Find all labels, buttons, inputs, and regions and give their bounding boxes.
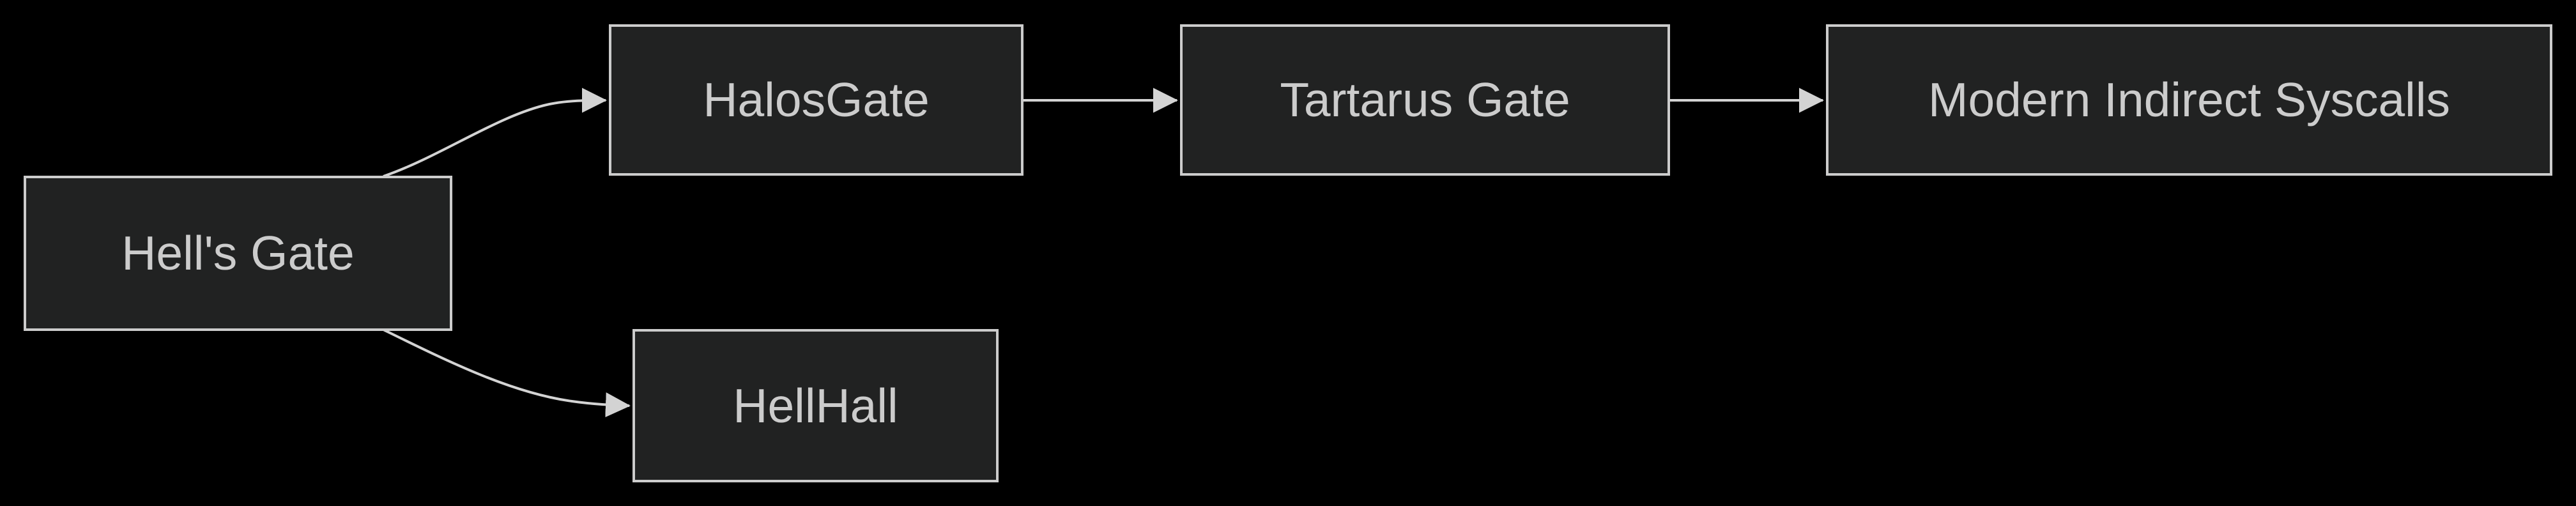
edge-hellsgate-to-hellhall xyxy=(383,328,631,418)
node-hellhall-label: HellHall xyxy=(733,378,898,433)
node-tartarus-gate: Tartarus Gate xyxy=(1180,24,1670,176)
node-hells-gate: Hell's Gate xyxy=(24,176,452,331)
node-tartarus-gate-label: Tartarus Gate xyxy=(1280,73,1570,126)
node-modern-indirect-syscalls-label: Modern Indirect Syscalls xyxy=(1928,73,2450,126)
node-hellhall: HellHall xyxy=(632,329,999,482)
node-halosgate-label: HalosGate xyxy=(703,73,930,126)
node-halosgate: HalosGate xyxy=(609,24,1023,176)
edge-hellsgate-to-halosgate xyxy=(383,88,607,178)
node-modern-indirect-syscalls: Modern Indirect Syscalls xyxy=(1826,24,2552,176)
node-hells-gate-label: Hell's Gate xyxy=(121,226,355,280)
